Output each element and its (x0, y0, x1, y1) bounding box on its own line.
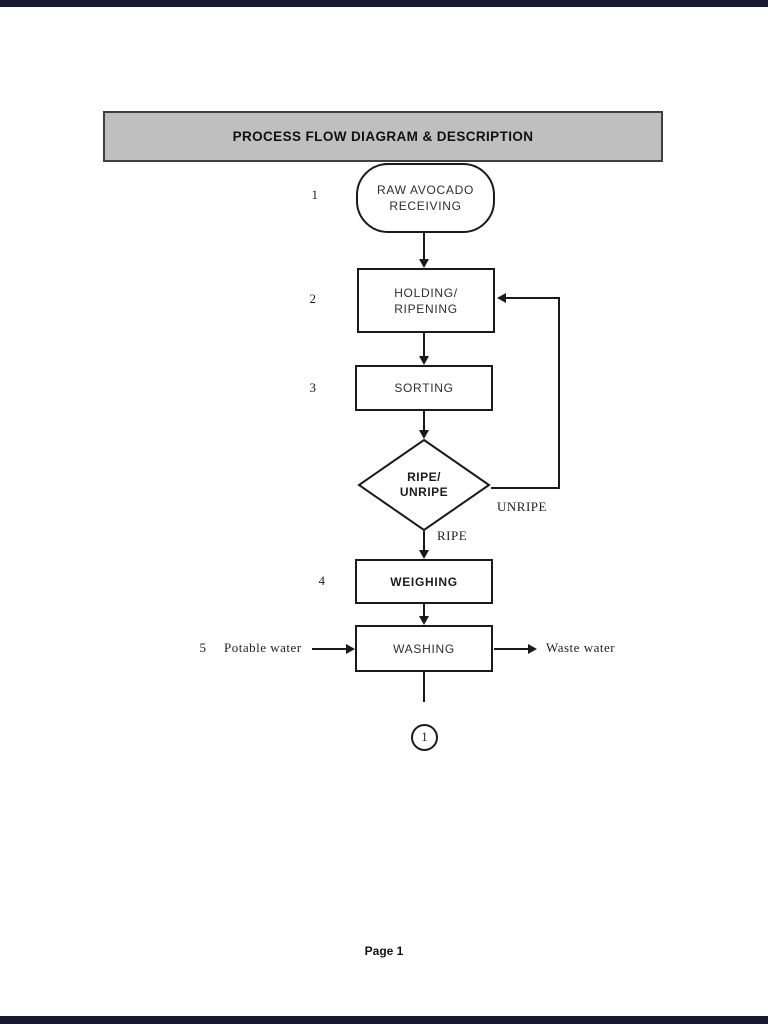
process-sorting: SORTING (355, 365, 493, 411)
node-label-receiving: RAW AVOCADO RECEIVING (376, 183, 475, 213)
offpage-connector-number: 1 (421, 730, 428, 744)
decision-diamond-shape (357, 439, 491, 531)
node-label-washing: WASHING (393, 641, 455, 656)
arrow-line-holding-to-sorting (423, 333, 425, 356)
arrow-line-waste-water-out (494, 648, 528, 650)
process-washing: WASHING (355, 625, 493, 672)
arrow-head-waste-water-out (528, 644, 537, 654)
unripe-return-line-top (505, 297, 560, 299)
diagram-title: PROCESS FLOW DIAGRAM & DESCRIPTION (232, 129, 534, 144)
arrow-head-sorting-to-decision (419, 430, 429, 439)
process-weighing: WEIGHING (355, 559, 493, 604)
process-holding-ripening: HOLDING/ RIPENING (357, 268, 495, 333)
node-label-sorting: SORTING (394, 381, 454, 395)
line-washing-to-connector (423, 672, 425, 702)
unripe-return-line-vertical (558, 297, 560, 489)
node-label-weighing: WEIGHING (390, 574, 458, 589)
arrow-head-decision-to-weighing (419, 550, 429, 559)
arrow-line-weighing-to-washing (423, 604, 425, 616)
arrow-head-weighing-to-washing (419, 616, 429, 625)
arrow-head-receiving-to-holding (419, 259, 429, 268)
decision-ripe-unripe: RIPE/ UNRIPE (357, 439, 491, 531)
arrow-head-holding-to-sorting (419, 356, 429, 365)
arrow-line-decision-to-weighing (423, 531, 425, 550)
branch-label-unripe: UNRIPE (497, 499, 547, 514)
arrow-line-potable-water-in (312, 648, 346, 650)
arrow-head-potable-water-in (346, 644, 355, 654)
arrow-line-receiving-to-holding (423, 233, 425, 259)
step-number-1: 1 (311, 187, 319, 202)
diagram-title-box: PROCESS FLOW DIAGRAM & DESCRIPTION (103, 111, 663, 162)
node-label-holding: HOLDING/ RIPENING (394, 285, 458, 316)
step-number-4: 4 (318, 573, 326, 588)
step-number-2: 2 (309, 291, 317, 306)
output-label-waste-water: Waste water (546, 640, 616, 655)
node-label-decision: RIPE/ UNRIPE (399, 470, 449, 499)
step-number-3: 3 (309, 380, 317, 395)
page-footer: Page 1 (364, 944, 404, 958)
step-number-5: 5 (199, 640, 207, 655)
offpage-connector-circle: 1 (411, 724, 438, 751)
input-label-potable-water: Potable water (224, 640, 302, 655)
branch-label-ripe: RIPE (437, 528, 468, 543)
unripe-return-line-bottom (491, 487, 560, 489)
unripe-return-arrow-head (497, 293, 506, 303)
bottom-border-bar (0, 1016, 768, 1024)
terminator-raw-avocado-receiving: RAW AVOCADO RECEIVING (356, 163, 495, 233)
top-border-bar (0, 0, 768, 7)
arrow-line-sorting-to-decision (423, 411, 425, 430)
